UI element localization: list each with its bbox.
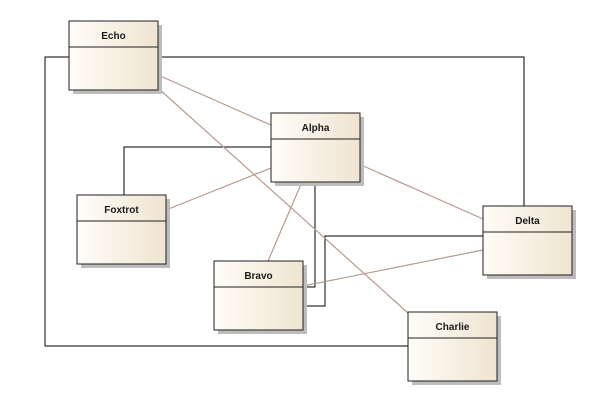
class-box-alpha[interactable]: Alpha [270,112,364,186]
connector-alpha-foxtrot[interactable] [165,167,272,211]
class-name-alpha: Alpha [302,123,330,134]
connector-delta-bravo[interactable] [302,249,484,287]
class-name-echo: Echo [101,31,125,42]
class-box-charlie[interactable]: Charlie [407,311,501,385]
class-box-echo[interactable]: Echo [68,20,162,94]
connector-echo-charlie[interactable] [157,87,409,314]
connector-alpha-bravo[interactable] [267,181,303,262]
class-name-foxtrot: Foxtrot [104,205,139,216]
class-name-bravo: Bravo [244,271,272,282]
connector-alpha-foxtrot-black[interactable] [123,146,271,195]
brown-connectors [157,74,484,314]
connector-echo-delta-black[interactable] [158,56,525,206]
class-name-charlie: Charlie [436,322,470,333]
class-name-delta: Delta [515,216,540,227]
class-box-delta[interactable]: Delta [482,205,576,279]
class-box-foxtrot[interactable]: Foxtrot [76,194,170,268]
black-connectors [44,56,525,347]
connector-echo-charlie-black[interactable] [44,56,408,347]
class-box-bravo[interactable]: Bravo [213,260,307,334]
connector-delta-bravo-black[interactable] [303,235,483,307]
